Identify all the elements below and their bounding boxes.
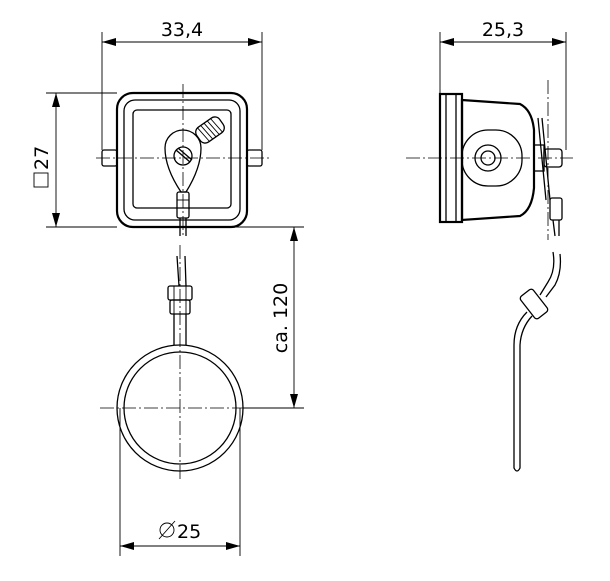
front-view — [96, 84, 270, 236]
side-body — [460, 98, 536, 222]
front-width-label: 33,4 — [161, 19, 203, 41]
dim-ring-diameter: 25 — [119, 408, 241, 556]
side-cable-wire — [513, 311, 533, 472]
side-view — [406, 80, 573, 240]
spring-coil — [195, 116, 225, 144]
cable-and-ring — [100, 245, 260, 480]
dim-cable-length: ca. 120 — [186, 226, 304, 409]
dim-side-depth: 25,3 — [439, 19, 567, 150]
cable-length-label: ca. 120 — [270, 283, 292, 353]
housing-inner — [123, 99, 241, 221]
housing-outer — [115, 91, 249, 229]
square-symbol — [33, 172, 49, 188]
ring-diameter-label: 25 — [177, 521, 201, 543]
diameter-symbol — [158, 520, 176, 540]
dim-front-width: 33,4 — [101, 19, 263, 150]
side-ferrule — [519, 288, 549, 320]
dim-housing-square: 27 — [31, 92, 117, 228]
housing-square-label: 27 — [31, 146, 53, 170]
cable-lug — [164, 129, 202, 193]
side-depth-label: 25,3 — [482, 19, 524, 41]
side-cable — [513, 251, 562, 472]
